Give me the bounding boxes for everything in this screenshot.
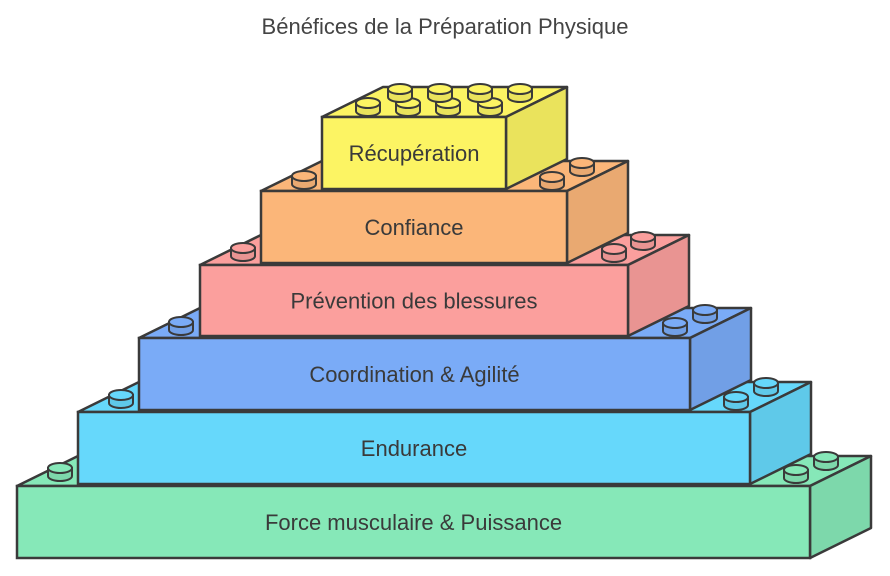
brick-stud	[355, 97, 381, 117]
brick-front-face	[198, 263, 630, 338]
brick-stud	[427, 83, 453, 103]
brick-stud	[783, 464, 809, 484]
brick-stud	[692, 304, 718, 324]
brick-stud	[662, 317, 688, 337]
layer-label: Confiance	[364, 215, 463, 240]
brick-stud	[723, 391, 749, 411]
brick-stud	[539, 171, 565, 191]
brick-stud	[395, 97, 421, 117]
brick-stud	[230, 242, 256, 262]
layer-label: Récupération	[349, 141, 480, 166]
brick-stud	[813, 451, 839, 471]
brick-front-face	[76, 410, 752, 486]
layer-label: Endurance	[361, 436, 467, 461]
brick-stud	[435, 97, 461, 117]
layer-label: Force musculaire & Puissance	[265, 510, 562, 535]
brick-stud	[467, 83, 493, 103]
brick-stud	[108, 389, 134, 409]
brick-stud	[569, 157, 595, 177]
brick-front-face	[259, 189, 569, 265]
brick-stud	[47, 462, 73, 482]
diagram-title: Bénéfices de la Préparation Physique	[261, 14, 629, 39]
brick-front-face	[15, 484, 812, 560]
brick-layer-6: Récupération	[320, 83, 569, 191]
brick-front-face	[137, 336, 692, 412]
brick-stud	[601, 243, 627, 263]
brick-stud	[387, 83, 413, 103]
brick-stud	[291, 170, 317, 190]
brick-front-face	[320, 115, 508, 191]
brick-stud	[507, 83, 533, 103]
brick-stud	[168, 316, 194, 336]
layer-label: Coordination & Agilité	[309, 362, 519, 387]
layer-label: Prévention des blessures	[290, 289, 537, 314]
brick-stud	[630, 231, 656, 251]
brick-stud	[753, 377, 779, 397]
